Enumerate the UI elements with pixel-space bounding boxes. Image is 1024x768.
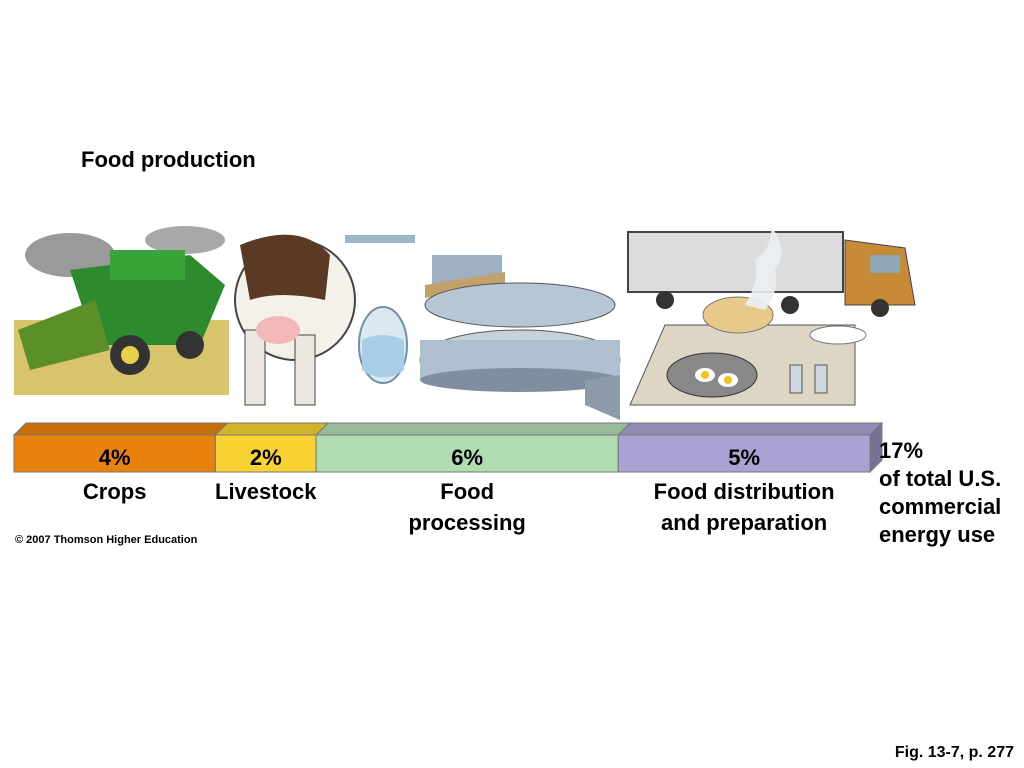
bar-side-face	[869, 421, 883, 474]
figure-reference: Fig. 13-7, p. 277	[894, 744, 1014, 761]
chart-title: Food production	[81, 147, 256, 172]
combine-harvester-icon	[14, 226, 229, 395]
bar-top-3	[617, 422, 884, 436]
category-label: Food processing	[357, 476, 577, 538]
bar-segment-food-distribution-and-preparation	[617, 434, 871, 473]
total-value: 17%	[879, 438, 924, 463]
bar-segment-crops	[13, 434, 216, 473]
canned-food-icon	[419, 255, 621, 420]
category-label-line: and preparation	[660, 510, 828, 535]
category-label-line: Livestock	[215, 479, 317, 504]
stove-cooking-icon	[629, 225, 867, 406]
total-label: 17% of total U.S. commercial energy use	[879, 437, 1001, 549]
bar-top-2	[314, 422, 632, 436]
category-label-line: Crops	[82, 479, 147, 504]
category-label: Livestock	[156, 476, 376, 507]
category-label: Food distribution and preparation	[634, 476, 854, 538]
category-label: Crops	[5, 476, 225, 507]
category-label-line: Food	[440, 479, 495, 504]
bar-top-1	[214, 422, 330, 436]
copyright-notice: © 2007 Thomson Higher Education	[15, 534, 198, 546]
value-label: 4%	[98, 445, 131, 470]
total-text: of total U.S. commercial energy use	[879, 466, 1002, 547]
bar-segment-food-processing	[315, 434, 619, 473]
value-label: 6%	[451, 445, 484, 470]
category-label-line: Food distribution	[653, 479, 835, 504]
value-label: 2%	[249, 445, 282, 470]
category-label-line: processing	[408, 510, 526, 535]
value-label: 5%	[728, 445, 760, 470]
bar-top-0	[12, 422, 229, 436]
delivery-truck-icon	[627, 231, 916, 317]
bar-segment-livestock	[214, 434, 317, 473]
food-production-illustrations	[14, 225, 916, 420]
dairy-cow-icon	[232, 234, 432, 406]
